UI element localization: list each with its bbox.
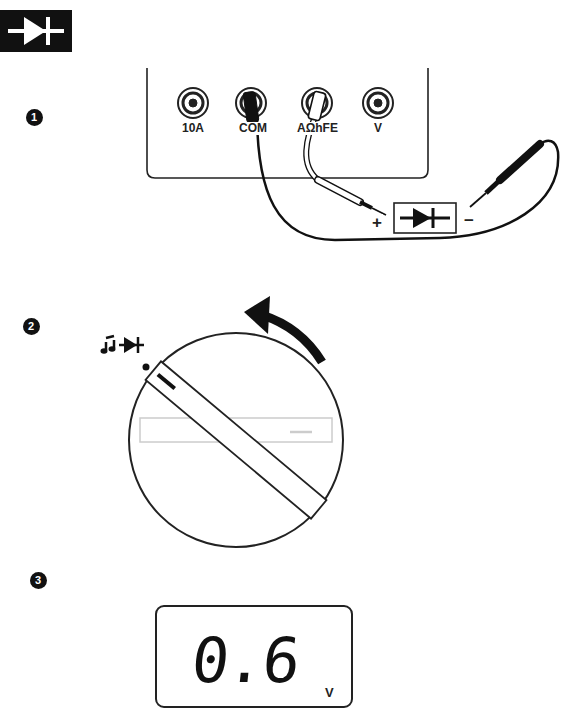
lcd-display: 0.6V	[155, 605, 353, 708]
callout-text: 1	[31, 112, 37, 123]
callout-number: 2	[23, 318, 40, 335]
meter-housing	[147, 68, 428, 178]
diode-under-test	[394, 203, 456, 233]
display-reading: 0.6	[188, 630, 301, 692]
white-probe	[318, 180, 386, 215]
white-plug	[308, 91, 326, 121]
diode-icon-badge	[0, 10, 72, 52]
black-test-lead	[257, 118, 558, 240]
polarity-sign: +	[371, 214, 383, 231]
black-plug	[243, 91, 259, 122]
previous-pointer-mark	[290, 431, 312, 434]
dial-pointer	[146, 361, 327, 518]
polarity-sign: −	[463, 212, 475, 229]
callout-text: 2	[28, 321, 34, 332]
display-unit: V	[325, 686, 334, 699]
rotation-arrow	[244, 296, 322, 362]
diode-symbol	[400, 208, 450, 228]
rotary-dial	[129, 333, 343, 547]
callout-number: 3	[30, 572, 47, 589]
input-jacks	[178, 88, 393, 118]
callout-number: 1	[26, 109, 43, 126]
callout-text: 3	[35, 575, 41, 586]
jack-label: 10A	[181, 122, 205, 135]
selector-dot	[143, 364, 150, 371]
diode-symbol	[8, 17, 64, 45]
jack-label: COM	[238, 122, 268, 135]
jack-label: V	[373, 122, 383, 135]
black-probe	[470, 144, 540, 207]
continuity-diode-symbol	[101, 336, 145, 354]
jack-label: AΩhFE	[296, 122, 339, 135]
